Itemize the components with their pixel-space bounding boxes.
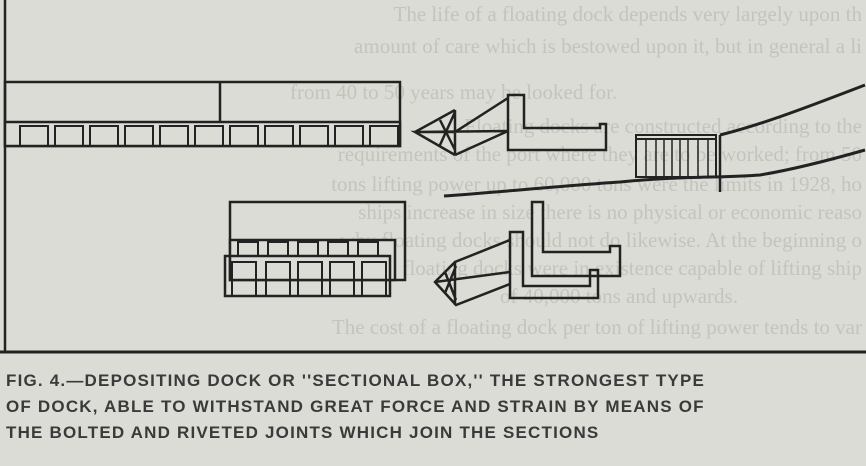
- bleed-line: The life of a floating dock depends very…: [393, 2, 862, 26]
- dock-diagram: [0, 0, 866, 354]
- caption-line-3: THE BOLTED AND RIVETED JOINTS WHICH JOIN…: [6, 423, 600, 442]
- bleed-line: of 40,000 tons and upwards.: [500, 284, 738, 308]
- bleed-line: ships increase in size there is no physi…: [358, 200, 862, 224]
- quay-wall: [443, 83, 866, 198]
- bleed-line: requirements of the port where they are …: [337, 142, 862, 166]
- caption-line-2: OF DOCK, ABLE TO WITHSTAND GREAT FORCE A…: [6, 397, 705, 416]
- lower-dock-section: [223, 200, 407, 298]
- figure-caption: FIG. 4.—DEPOSITING DOCK OR ''SECTIONAL B…: [6, 368, 862, 446]
- lower-l-dock: [433, 200, 622, 307]
- bleed-line: amount of care which is bestowed upon it…: [354, 34, 862, 58]
- upper-l-dock: [410, 93, 608, 157]
- upper-dock-section: [3, 80, 402, 148]
- caption-line-1: FIG. 4.—DEPOSITING DOCK OR ''SECTIONAL B…: [6, 371, 706, 390]
- figure-frame: [0, 0, 866, 354]
- bleed-line: why floating docks should not do likewis…: [339, 228, 862, 252]
- bleed-line: The cost of a floating dock per ton of l…: [331, 315, 862, 339]
- bleed-line: from 40 to 50 years may be looked for.: [290, 80, 618, 104]
